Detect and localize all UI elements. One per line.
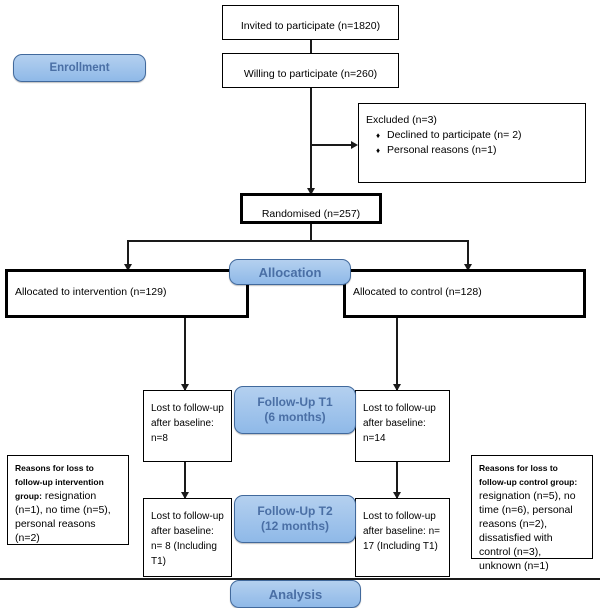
arrowhead-lost-t1-intervention bbox=[181, 384, 189, 391]
stage-pill-followup-t1-line2: (6 months) bbox=[264, 410, 326, 424]
connector-lost-t1-to-t2-intervention bbox=[184, 462, 186, 498]
node-lost-t1-intervention: Lost to follow-up after baseline: n=8 bbox=[143, 390, 232, 462]
node-invited: Invited to participate (n=1820) bbox=[222, 5, 399, 40]
node-excluded-title: Excluded (n=3) bbox=[366, 114, 437, 126]
connector-randomised-down bbox=[310, 224, 312, 241]
node-lost-t2-control-label: Lost to follow-up after baseline: n= 17 … bbox=[363, 511, 440, 552]
connector-willing-to-randomised bbox=[310, 88, 312, 194]
node-lost-t2-control: Lost to follow-up after baseline: n= 17 … bbox=[355, 498, 450, 577]
node-reasons-control-heading: Reasons for loss to follow-up control gr… bbox=[479, 463, 578, 487]
node-reasons-control: Reasons for loss to follow-up control gr… bbox=[471, 455, 593, 572]
connector-intervention-to-lost-t1 bbox=[184, 318, 186, 390]
node-reasons-control-text: Reasons for loss to follow-up control gr… bbox=[472, 456, 592, 578]
arrowhead-allocated-control bbox=[464, 264, 472, 271]
node-willing: Willing to participate (n=260) bbox=[222, 53, 399, 88]
node-excluded: Excluded (n=3) Declined to participate (… bbox=[358, 103, 586, 183]
stage-pill-followup-t2-line1: Follow-Up T2 bbox=[257, 504, 333, 518]
node-reasons-intervention: Reasons for loss to follow-up interventi… bbox=[7, 455, 129, 545]
stage-pill-followup-t2: Follow-Up T2 (12 months) bbox=[234, 495, 356, 543]
stage-pill-followup-t1-line1: Follow-Up T1 bbox=[257, 395, 333, 409]
arrowhead-allocated-intervention bbox=[124, 264, 132, 271]
node-allocated-control: Allocated to control (n=128) bbox=[343, 269, 586, 318]
connector-lost-t1-to-t2-control bbox=[396, 462, 398, 498]
node-lost-t1-control: Lost to follow-up after baseline: n=14 bbox=[355, 390, 450, 462]
connector-invited-to-willing bbox=[310, 40, 312, 60]
connector-allocation-split-bar bbox=[127, 240, 469, 242]
node-lost-t2-intervention-label: Lost to follow-up after baseline: n= 8 (… bbox=[151, 511, 224, 567]
node-lost-t1-control-label: Lost to follow-up after baseline: n=14 bbox=[363, 403, 436, 444]
node-reasons-control-body: resignation (n=5), no time (n=6), person… bbox=[479, 490, 576, 572]
stage-pill-analysis-label: Analysis bbox=[268, 586, 323, 602]
node-willing-label: Willing to participate (n=260) bbox=[243, 68, 378, 80]
stage-pill-analysis: Analysis bbox=[230, 580, 361, 608]
stage-pill-enrollment: Enrollment bbox=[13, 54, 146, 82]
node-lost-t1-intervention-label: Lost to follow-up after baseline: n=8 bbox=[151, 403, 224, 444]
arrowhead-randomised bbox=[307, 188, 315, 195]
node-allocated-intervention-label: Allocated to intervention (n=129) bbox=[15, 286, 167, 298]
node-reasons-intervention-body: resignation (n=1), no time (n=5), person… bbox=[15, 490, 111, 544]
node-lost-t2-intervention: Lost to follow-up after baseline: n= 8 (… bbox=[143, 498, 232, 577]
node-reasons-intervention-heading: Reasons for loss to follow-up interventi… bbox=[15, 463, 104, 501]
connector-to-excluded bbox=[310, 144, 355, 146]
stage-pill-enrollment-label: Enrollment bbox=[49, 61, 110, 74]
stage-pill-allocation: Allocation bbox=[229, 259, 351, 285]
connector-split-left bbox=[127, 240, 129, 270]
arrowhead-excluded bbox=[351, 141, 358, 149]
connector-split-right bbox=[467, 240, 469, 270]
node-reasons-intervention-text: Reasons for loss to follow-up interventi… bbox=[8, 456, 128, 550]
node-randomised-label: Randomised (n=257) bbox=[261, 208, 361, 220]
stage-pill-allocation-label: Allocation bbox=[258, 264, 322, 280]
stage-pill-followup-t2-line2: (12 months) bbox=[260, 519, 329, 533]
node-allocated-control-label: Allocated to control (n=128) bbox=[353, 286, 482, 298]
arrowhead-lost-t1-control bbox=[393, 384, 401, 391]
node-excluded-list: Declined to participate (n= 2) Personal … bbox=[373, 128, 522, 158]
node-invited-label: Invited to participate (n=1820) bbox=[240, 20, 381, 32]
list-item: Personal reasons (n=1) bbox=[376, 143, 522, 158]
connector-control-to-lost-t1 bbox=[396, 318, 398, 390]
list-item: Declined to participate (n= 2) bbox=[376, 128, 521, 143]
arrowhead-lost-t2-control bbox=[393, 492, 401, 499]
arrowhead-lost-t2-intervention bbox=[181, 492, 189, 499]
stage-pill-followup-t1: Follow-Up T1 (6 months) bbox=[234, 386, 356, 434]
node-allocated-intervention: Allocated to intervention (n=129) bbox=[5, 269, 249, 318]
node-randomised: Randomised (n=257) bbox=[240, 193, 382, 224]
connector-analysis-rail bbox=[0, 578, 600, 580]
